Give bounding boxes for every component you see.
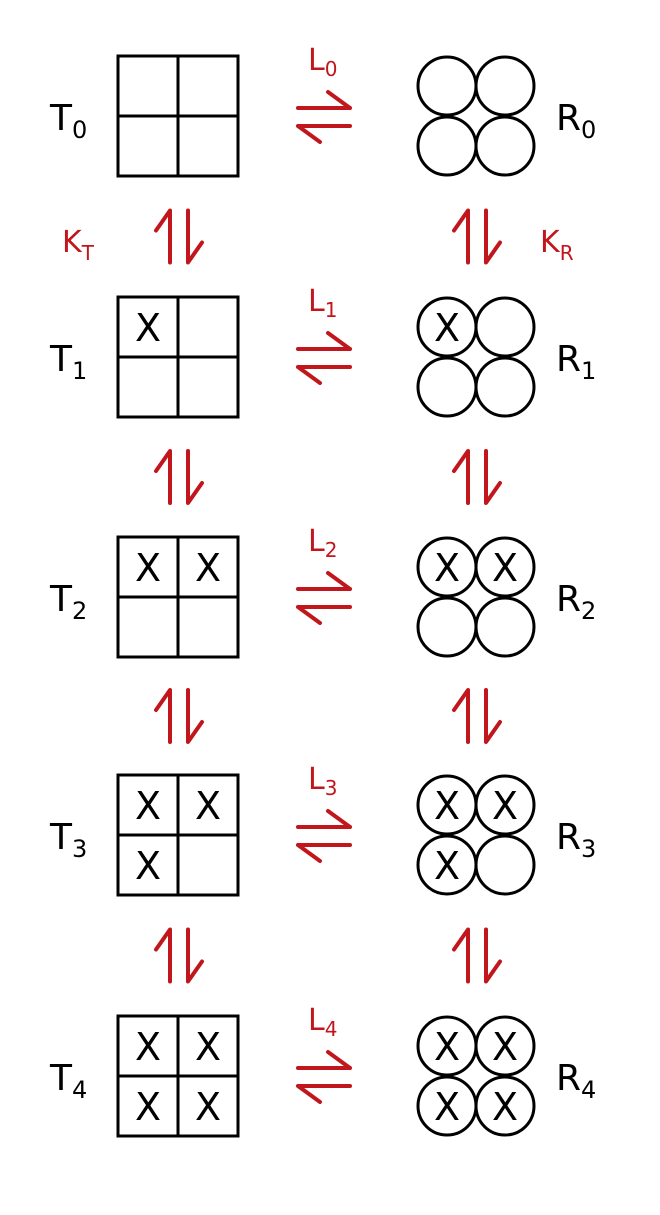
t-subunit-ligand-mark: X: [135, 784, 161, 828]
r-subunit-ligand-mark: X: [434, 306, 460, 350]
r-subunit-circle: [474, 1075, 536, 1137]
t-subunit-ligand-mark: X: [135, 546, 161, 590]
r-state-circles: [416, 55, 536, 177]
r-state-label: R3: [556, 817, 596, 863]
vertical-equilibrium-arrows-icon: [452, 927, 502, 984]
equilibrium-arrows-icon: [296, 331, 352, 385]
t-state-square: [116, 54, 240, 178]
r-subunit-ligand-mark: X: [492, 546, 518, 590]
t-subunit-ligand-mark: X: [195, 546, 221, 590]
l-constant-label: L1: [308, 284, 337, 322]
t-subunit-ligand-mark: X: [135, 844, 161, 888]
t-subunit-ligand-mark: X: [195, 1085, 221, 1129]
r-state-label: R2: [556, 579, 596, 625]
t-subunit-ligand-mark: X: [135, 1085, 161, 1129]
vertical-equilibrium-arrows-icon: [154, 208, 204, 265]
t-state-label: T4: [49, 1058, 87, 1104]
vertical-equilibrium-arrows-icon: [452, 688, 502, 744]
r-subunit-circle: [474, 596, 536, 658]
r-subunit-circle: [474, 774, 536, 836]
r-subunit-ligand-mark: X: [434, 1025, 460, 1069]
l-constant-label: L4: [308, 1003, 337, 1041]
kr-label: KR: [540, 225, 574, 265]
r-state-circles: X: [416, 296, 536, 418]
r-subunit-circle: [416, 115, 478, 177]
r-state-label: R4: [556, 1058, 596, 1104]
r-subunit-circle: [416, 596, 478, 658]
vertical-equilibrium-arrows-icon: [452, 208, 502, 265]
l-constant-label: L3: [308, 762, 337, 800]
r-subunit-ligand-mark: X: [434, 844, 460, 888]
vertical-equilibrium-arrows-icon: [154, 688, 204, 744]
l-constant-label: L0: [308, 43, 337, 81]
r-subunit-circle: [474, 296, 536, 358]
r-subunit-circle: [416, 356, 478, 418]
r-subunit-ligand-mark: X: [434, 784, 460, 828]
l-constant-label: L2: [308, 524, 337, 562]
t-state-label: T2: [49, 579, 87, 625]
r-subunit-circle: [474, 536, 536, 598]
r-subunit-circle: [474, 356, 536, 418]
r-subunit-ligand-mark: X: [492, 1085, 518, 1129]
t-state-label: T0: [49, 98, 87, 144]
r-subunit-circle: [474, 55, 536, 117]
equilibrium-arrows-icon: [296, 571, 352, 625]
vertical-equilibrium-arrows-icon: [154, 449, 204, 505]
r-subunit-circle: [474, 1015, 536, 1077]
equilibrium-arrows-icon: [296, 1050, 352, 1104]
r-subunit-ligand-mark: X: [492, 784, 518, 828]
t-subunit-ligand-mark: X: [195, 1025, 221, 1069]
t-subunit-ligand-mark: X: [195, 784, 221, 828]
t-subunit-ligand-mark: X: [135, 306, 161, 350]
r-subunit-circle: [416, 55, 478, 117]
vertical-equilibrium-arrows-icon: [154, 927, 204, 984]
r-state-label: R0: [556, 98, 596, 144]
equilibrium-arrows-icon: [296, 809, 352, 863]
t-state-square: X: [116, 295, 240, 419]
t-state-label: T1: [49, 339, 87, 385]
t-state-label: T3: [49, 817, 87, 863]
r-subunit-circle: [474, 115, 536, 177]
r-subunit-ligand-mark: X: [434, 546, 460, 590]
r-subunit-ligand-mark: X: [434, 1085, 460, 1129]
kt-label: KT: [62, 225, 95, 265]
t-subunit-ligand-mark: X: [135, 1025, 161, 1069]
vertical-equilibrium-arrows-icon: [452, 449, 502, 505]
r-subunit-ligand-mark: X: [492, 1025, 518, 1069]
equilibrium-arrows-icon: [296, 90, 352, 144]
r-subunit-circle: [474, 834, 536, 896]
r-state-label: R1: [556, 339, 596, 385]
